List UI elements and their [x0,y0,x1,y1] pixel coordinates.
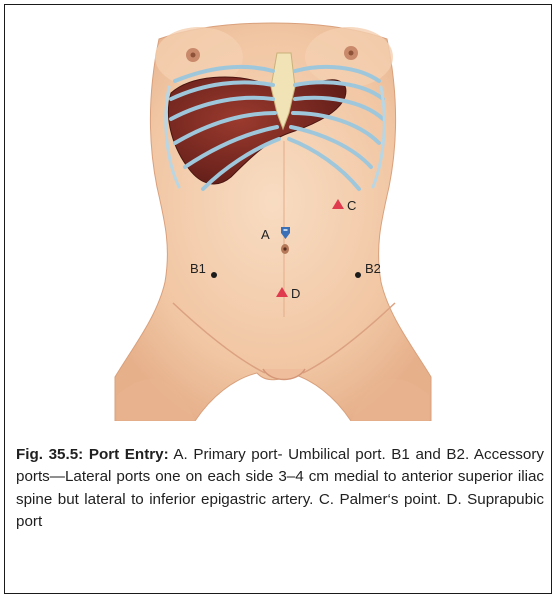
abdomen-svg: A C B1 B2 D [113,17,433,421]
figure-number: Fig. 35.5: [16,446,83,463]
figure-caption: Fig. 35.5: Port Entry: A. Primary port- … [16,444,544,533]
figure-frame: A C B1 B2 D Fig. 35.5: Port Entry: A. Pr… [4,4,552,594]
port-b2-label: B2 [365,261,381,276]
port-b1-marker [211,272,217,278]
port-b2-marker [355,272,361,278]
port-a-label: A [261,227,270,242]
port-c-label: C [347,198,356,213]
caption-heading: Port Entry: [89,446,169,463]
abdomen-illustration: A C B1 B2 D [113,17,433,421]
port-d-label: D [291,286,300,301]
right-nipple-center [349,51,354,56]
umbilicus-dot [283,247,286,250]
port-b1-label: B1 [190,261,206,276]
left-nipple-center [191,53,196,58]
